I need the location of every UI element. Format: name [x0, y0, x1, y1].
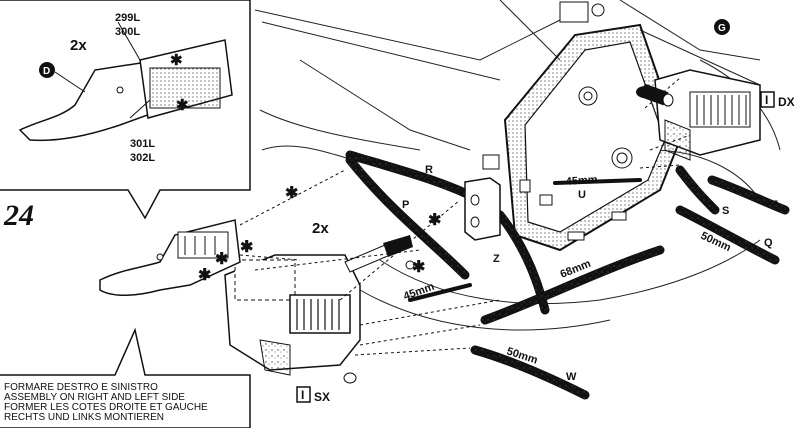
glue-mark: ✱ [198, 267, 211, 284]
glue-mark: ✱ [412, 259, 425, 276]
main-count: 2x [312, 220, 329, 237]
glue-mark: ✱ [428, 212, 441, 229]
measure-u: 45mm [565, 174, 598, 188]
left-shroud [99, 219, 241, 296]
glue-mark: ✱ [240, 239, 253, 256]
inset-part-300: 300L [115, 26, 140, 38]
step-number: 24 [3, 199, 34, 232]
label-p: P [402, 199, 409, 211]
inlet-tube [636, 83, 674, 107]
hose-q [675, 205, 780, 265]
mount-plate [503, 1, 682, 252]
callout-g: G [714, 19, 730, 35]
label-s: S [722, 205, 729, 217]
left-nozzle [344, 235, 415, 273]
hose-68 [480, 245, 665, 325]
dx-mark: I DX [760, 91, 795, 109]
car-body-outline [254, 0, 781, 331]
inset-part-301: 301L [130, 138, 155, 150]
inset-part-299: 299L [115, 12, 140, 24]
caption-line-1: FORMARE DESTRO E SINISTRO [4, 382, 158, 393]
label-r: R [425, 164, 433, 176]
caption-line-3: FORMER LES COTES DROITE ET GAUCHE [4, 402, 208, 413]
callout-d: D [39, 62, 55, 78]
svg-text:I: I [301, 388, 304, 402]
assembly-guides [239, 77, 691, 356]
right-intake [636, 69, 761, 161]
glue-mark: ✱ [285, 185, 298, 202]
glue-mark: ✱ [215, 251, 228, 268]
glue-marks: ✱ ✱ ✱ ✱ ✱ ✱ [198, 185, 441, 284]
hose-t [707, 175, 790, 215]
inset-part-302: 302L [130, 152, 155, 164]
caption-box: FORMARE DESTRO E SINISTRO ASSEMBLY ON RI… [0, 327, 251, 429]
hose-p [345, 155, 470, 280]
caption-line-4: RECHTS UND LINKS MONTIEREN [4, 412, 164, 423]
svg-text:G: G [718, 23, 726, 34]
label-u: U [578, 189, 586, 201]
glue-mark: ✱ [176, 97, 189, 114]
glue-mark: ✱ [170, 52, 183, 69]
svg-text:I: I [765, 93, 768, 107]
svg-text:DX: DX [778, 95, 795, 109]
sx-mark: I SX [296, 386, 330, 404]
connector-block [464, 154, 501, 241]
svg-text:SX: SX [314, 390, 330, 404]
label-q: Q [764, 237, 773, 249]
caption-line-2: ASSEMBLY ON RIGHT AND LEFT SIDE [4, 392, 185, 403]
label-t: T [771, 199, 778, 211]
hose-s [675, 165, 720, 215]
hose-w [470, 345, 590, 400]
inset-count: 2x [70, 37, 87, 54]
label-z: Z [493, 253, 500, 265]
svg-text:D: D [43, 66, 50, 77]
label-w: W [566, 371, 577, 383]
inset-callout: ✱ ✱ [0, 0, 251, 220]
left-intake [224, 235, 415, 384]
